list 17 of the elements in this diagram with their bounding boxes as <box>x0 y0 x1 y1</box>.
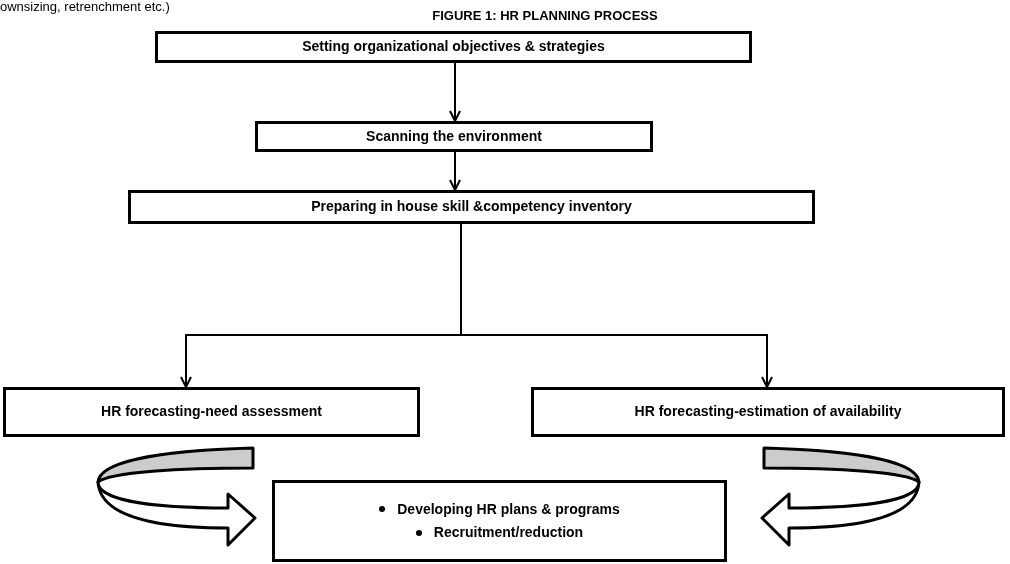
box-label: HR forecasting-estimation of availability <box>634 403 902 421</box>
bullet-item: Recruitment/reduction <box>415 524 584 542</box>
box-label: Scanning the environment <box>366 127 542 146</box>
arrow <box>449 151 461 191</box>
process-box <box>255 121 653 152</box>
figure-title: FIGURE 1: HR PLANNING PROCESS <box>431 9 659 22</box>
box-label: Setting organizational objectives & strategies <box>302 38 605 56</box>
process-box <box>3 387 420 437</box>
box-label: HR forecasting-need assessment <box>101 403 322 421</box>
box-label: Preparing in house skill &competency inventory <box>311 198 632 216</box>
process-box <box>155 31 752 63</box>
note-text: ownsizing, retrenchment etc.) <box>0 0 170 13</box>
arrow <box>449 62 461 122</box>
process-box <box>128 190 815 224</box>
process-box <box>272 480 727 562</box>
bullet-item: Developing HR plans & programs <box>379 500 620 518</box>
process-box <box>531 387 1005 437</box>
